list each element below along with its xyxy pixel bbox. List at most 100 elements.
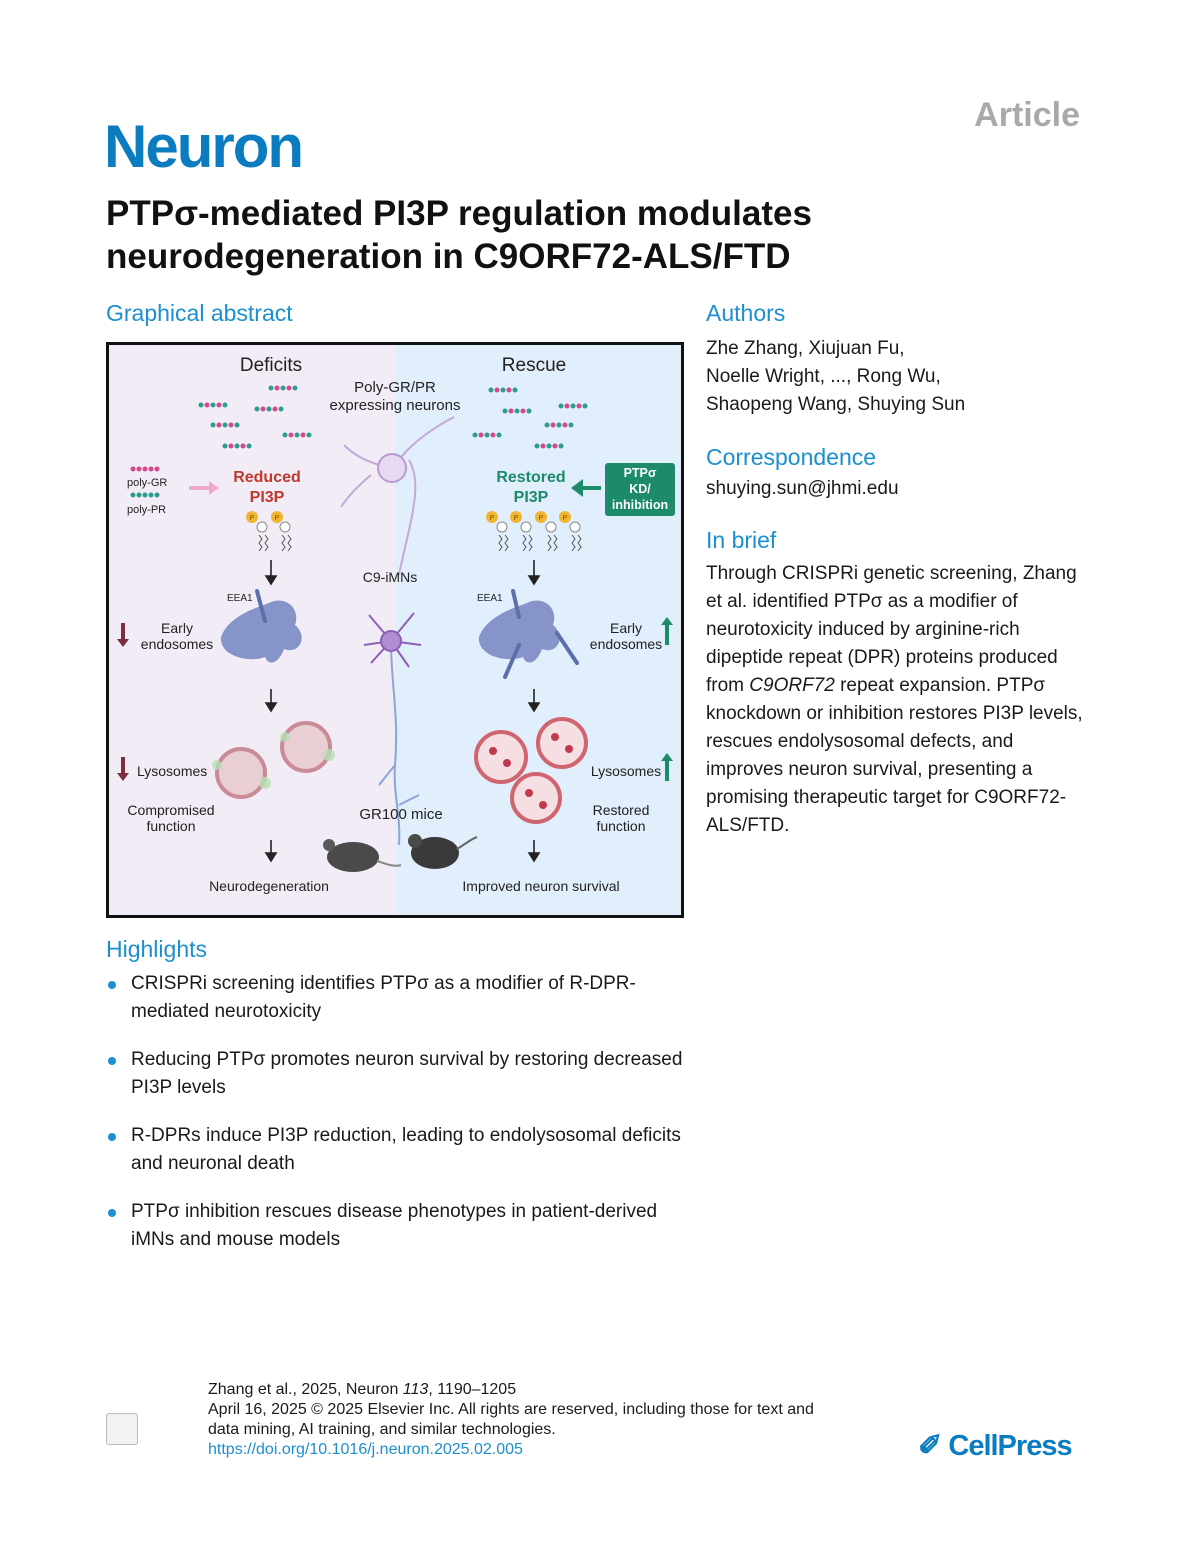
restored-pi3p-line2: PI3P — [514, 489, 549, 506]
neurons-label-2: expressing neurons — [330, 397, 461, 414]
author-line: Zhe Zhang, Xiujuan Fu, — [706, 338, 905, 359]
mouse-right-illustration — [408, 834, 478, 869]
reduced-pi3p-line2: PI3P — [250, 489, 285, 506]
neurons-label-1: Poly-GR/PR — [354, 379, 436, 396]
dpr-chain — [558, 403, 588, 409]
check-for-updates-icon[interactable] — [106, 1413, 138, 1445]
deficits-label: Deficits — [240, 355, 302, 376]
early-endosome-right — [478, 600, 560, 663]
doi-link[interactable]: https://doi.org/10.1016/j.neuron.2025.02… — [208, 1441, 523, 1458]
neurodegeneration-label: Neurodegeneration — [209, 878, 329, 894]
highlight-text: CRISPRi screening identifies PTPσ as a m… — [131, 973, 636, 1022]
dpr-chain — [268, 385, 298, 391]
highlights-list: CRISPRi screening identifies PTPσ as a m… — [106, 970, 686, 1274]
compromised-2: function — [146, 818, 195, 834]
poly-gr-label: poly-GR — [127, 477, 167, 489]
dpr-chain — [210, 422, 240, 428]
phosphate-label: P — [250, 515, 255, 522]
kd-label-1: PTPσ — [624, 466, 657, 480]
green-arrow-icon — [571, 479, 601, 497]
dpr-chain — [488, 387, 518, 393]
down-arrow-icon — [117, 623, 129, 647]
graphical-abstract-figure: Deficits Rescue Poly-GR/PR expressing ne… — [106, 342, 684, 918]
dpr-chain — [502, 408, 532, 414]
citation-footer: Zhang et al., 2025, Neuron 113, 1190–120… — [208, 1380, 828, 1460]
pi3p-lipids-left: P P — [246, 511, 292, 552]
highlight-item: CRISPRi screening identifies PTPσ as a m… — [106, 970, 686, 1026]
article-type-label: Article — [974, 96, 1080, 134]
phosphate-label: P — [275, 515, 280, 522]
phosphate-label: P — [539, 515, 544, 522]
pink-arrow-icon — [189, 481, 219, 495]
lysosomes-left-label: Lysosomes — [137, 763, 207, 779]
citation-volume: 113 — [402, 1381, 429, 1398]
highlight-item: R-DPRs induce PI3P reduction, leading to… — [106, 1122, 686, 1178]
phosphate-label: P — [563, 515, 568, 522]
lysosomes-deficit — [212, 721, 335, 799]
in-brief-part: repeat expansion. PTPσ knockdown or inhi… — [706, 675, 1083, 836]
reduced-pi3p-line1: Reduced — [233, 469, 301, 486]
poly-dpr-legend: poly-GR poly-PR — [127, 466, 167, 516]
dpr-chain — [282, 432, 312, 438]
rescue-label: Rescue — [502, 355, 566, 376]
citation-pages: , 1190–1205 — [428, 1381, 517, 1398]
early-endo-right-2: endosomes — [590, 636, 662, 652]
in-brief-text: Through CRISPRi genetic screening, Zhang… — [706, 560, 1091, 840]
bullet-icon — [108, 1209, 116, 1217]
lysosomes-right-label: Lysosomes — [591, 763, 661, 779]
compromised-1: Compromised — [127, 802, 214, 818]
correspondence-email[interactable]: shuying.sun@jhmi.edu — [706, 478, 899, 499]
highlight-text: PTPσ inhibition rescues disease phenotyp… — [131, 1201, 658, 1250]
kd-label-3: inhibition — [612, 498, 668, 512]
restored-func-2: function — [596, 818, 645, 834]
kd-label-2: KD/ — [629, 482, 651, 496]
top-neuron-illustration — [340, 416, 455, 576]
citation-text: Zhang et al., 2025, Neuron — [208, 1381, 403, 1398]
eea1-left-label: EEA1 — [227, 593, 253, 604]
bullet-icon — [108, 1057, 116, 1065]
c9-imns-label: C9-iMNs — [363, 569, 417, 585]
in-brief-part: Through CRISPRi genetic screening, Zhang… — [706, 563, 1077, 696]
rights-text: April 16, 2025 © 2025 Elsevier Inc. All … — [208, 1401, 814, 1438]
author-line: Shaopeng Wang, Shuying Sun — [706, 394, 966, 415]
cellpress-name: CellPress — [948, 1430, 1072, 1462]
authors-heading: Authors — [706, 300, 786, 326]
improved-survival-label: Improved neuron survival — [462, 878, 619, 894]
in-brief-heading: In brief — [706, 527, 777, 553]
dpr-chain — [534, 443, 564, 449]
dpr-chain — [472, 432, 502, 438]
citation-line: Zhang et al., 2025, Neuron 113, 1190–120… — [208, 1380, 828, 1400]
early-endosome-left — [220, 600, 302, 663]
author-line: Noelle Wright, ..., Rong Wu, — [706, 366, 941, 387]
highlight-text: Reducing PTPσ promotes neuron survival b… — [131, 1049, 683, 1098]
lysosomes-rescue — [474, 717, 588, 824]
ptp-kd-box — [605, 463, 675, 516]
author-list: Zhe Zhang, Xiujuan Fu, Noelle Wright, ..… — [706, 335, 1086, 419]
eea1-proteins — [255, 589, 579, 679]
up-arrow-icon — [661, 617, 673, 645]
graphical-abstract-heading: Graphical abstract — [106, 300, 293, 326]
bullet-icon — [108, 1133, 116, 1141]
down-arrow-icon — [117, 757, 129, 781]
early-endo-left-1: Early — [161, 620, 193, 636]
restored-pi3p-line1: Restored — [496, 469, 565, 486]
highlight-item: Reducing PTPσ promotes neuron survival b… — [106, 1046, 686, 1102]
gene-name: C9ORF72 — [749, 675, 835, 696]
dpr-chains-left — [198, 385, 312, 449]
cellpress-logo: ✐ CellPress — [918, 1428, 1073, 1463]
mouse-left-illustration — [323, 839, 402, 872]
c9-neuron-illustration — [363, 612, 422, 846]
early-endo-right-1: Early — [610, 620, 642, 636]
phosphate-label: P — [490, 515, 495, 522]
flow-arrows — [264, 560, 541, 863]
highlights-heading: Highlights — [106, 936, 207, 962]
cellpress-logo-icon: ✐ — [918, 1430, 942, 1462]
dpr-chains-right — [472, 387, 588, 449]
highlight-item: PTPσ inhibition rescues disease phenotyp… — [106, 1198, 686, 1254]
dpr-chain — [198, 402, 228, 408]
up-arrow-icon — [661, 753, 673, 781]
highlight-text: R-DPRs induce PI3P reduction, leading to… — [131, 1125, 681, 1174]
journal-logo: Neuron — [104, 113, 304, 180]
dpr-chain — [254, 406, 284, 412]
eea1-right-label: EEA1 — [477, 593, 503, 604]
